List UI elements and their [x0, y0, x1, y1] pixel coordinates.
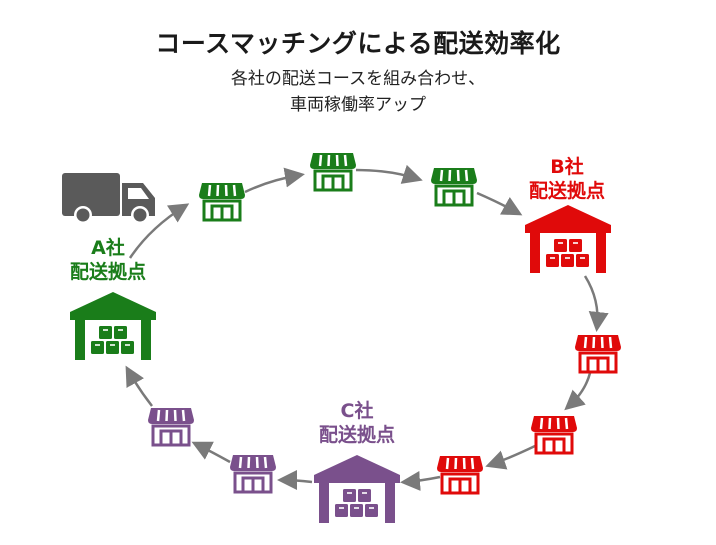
arrow-c-to-shop-c1: [277, 470, 313, 491]
warehouse-icon-a: [69, 291, 157, 361]
base-b-label: B社 配送拠点: [507, 155, 627, 203]
arrow-a-to-shop-a1: [128, 203, 190, 259]
base-a-type: 配送拠点: [69, 261, 146, 283]
shop-icon-c1: [228, 453, 278, 494]
subtitle-line-2: 車両稼働率アップ: [290, 95, 426, 115]
base-b-company: B社: [550, 156, 584, 178]
base-c-label: C社 配送拠点: [297, 399, 417, 447]
arrow-shop-a1-to-shop-a2: [244, 167, 305, 194]
arrow-shop-a2-to-shop-a3: [355, 164, 423, 184]
page-title: コースマッチングによる配送効率化: [155, 29, 561, 58]
warehouse-icon-b: [524, 204, 612, 274]
shop-icon-b3: [435, 454, 485, 495]
arrow-shop-b3-to-c: [400, 471, 441, 491]
base-c-company: C社: [340, 400, 374, 422]
shop-icon-a2: [308, 151, 358, 192]
base-a-company: A社: [91, 237, 125, 259]
subtitle-line-1: 各社の配送コースを組み合わせ、: [230, 69, 486, 89]
truck-icon: [62, 173, 155, 224]
base-c-type: 配送拠点: [318, 424, 395, 446]
arrow-shop-b1-to-shop-b2: [564, 372, 592, 411]
arrow-shop-c2-to-a: [125, 365, 153, 407]
warehouse-icon-c: [313, 454, 401, 524]
route-arrows: [125, 164, 609, 491]
shop-icon-c2: [146, 406, 196, 447]
shop-icon-a3: [429, 166, 479, 207]
arrow-shop-b2-to-shop-b3: [485, 444, 536, 470]
arrow-shop-a3-to-b: [476, 191, 523, 216]
arrow-shop-c1-to-shop-c2: [191, 441, 231, 464]
shop-icon-b1: [573, 333, 623, 374]
shop-icon-a1: [197, 181, 247, 222]
arrow-b-to-shop-b1: [583, 275, 609, 332]
shop-icon-b2: [529, 414, 579, 455]
base-b-type: 配送拠点: [528, 180, 605, 202]
base-a-label: A社 配送拠点: [48, 236, 168, 284]
